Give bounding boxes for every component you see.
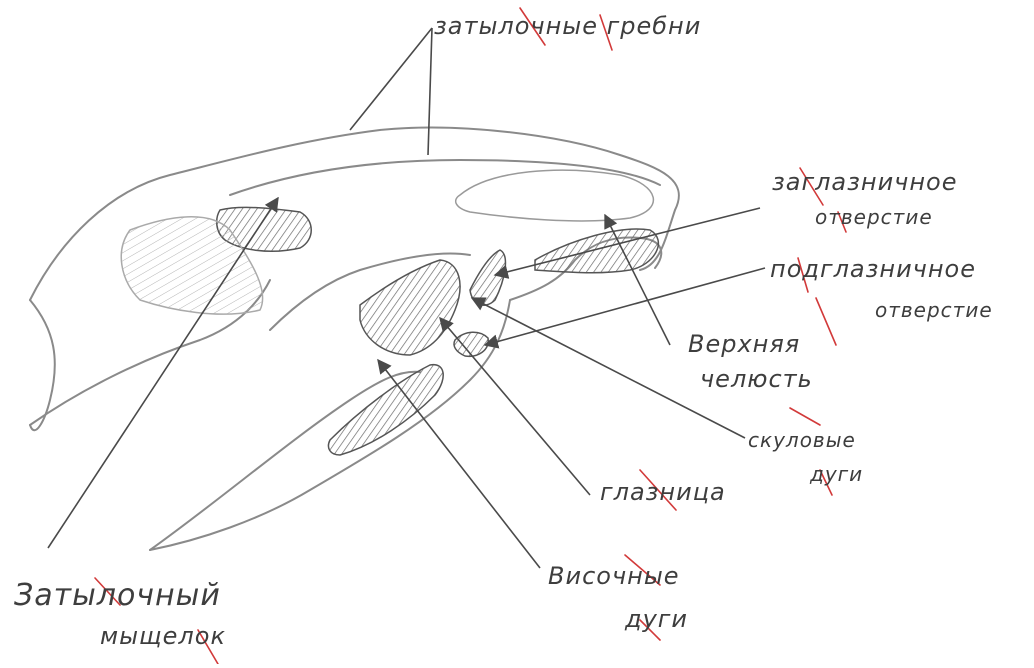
skull-crest-line: [230, 160, 660, 195]
label-temporal-arches-line1: Височные: [548, 562, 680, 590]
label-occipital-condyle-line1: Затылочный: [14, 578, 221, 613]
label-orbit: глазница: [600, 478, 726, 506]
pointer-crest-right: [428, 28, 432, 155]
label-infraorbital-foramen-line2: отверстие: [875, 298, 993, 322]
infraorbital-foramen-shape: [454, 332, 488, 356]
label-postorbital-foramen-line2: отверстие: [815, 205, 933, 229]
correction-mark: [816, 298, 836, 345]
label-maxilla-line2: челюсть: [700, 365, 813, 393]
pointer-crest-left: [350, 28, 432, 130]
maxilla-shape: [535, 229, 658, 273]
label-occipital-crests: затылочные гребни: [434, 12, 701, 40]
label-maxilla-line1: Верхняя: [688, 330, 800, 358]
label-temporal-arches-line2: дуги: [625, 605, 688, 633]
label-infraorbital-foramen-line1: подглазничное: [770, 255, 976, 283]
correction-mark: [790, 408, 820, 425]
label-zygomatic-arches-line2: дуги: [810, 462, 863, 486]
cranial-vault-shape: [456, 170, 654, 221]
label-occipital-condyle-line2: мыщелок: [100, 622, 226, 650]
label-zygomatic-arches-line1: скуловые: [748, 428, 856, 452]
label-postorbital-foramen-line1: заглазничное: [772, 168, 958, 196]
orbit-shape: [360, 260, 460, 355]
postorbital-foramen-shape: [470, 250, 505, 305]
